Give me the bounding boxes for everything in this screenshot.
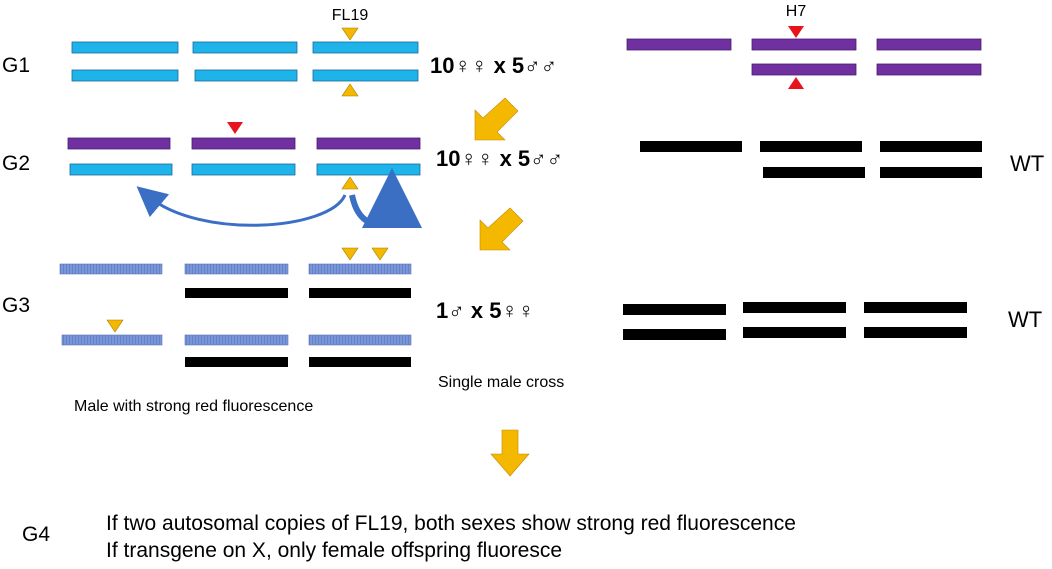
single-male-cross-label: Single male cross [438,374,564,391]
jump-arrow-long [136,186,347,227]
g2-cross-label: 10♀♀ x 5♂♂ [436,146,563,171]
h7-label: H7 [786,3,807,20]
g3-male-chr3c [308,334,412,346]
g1-male-chr2a [751,38,857,51]
g1-male-chr2b [751,63,857,76]
g2-wt-chr2a [760,141,862,152]
g1-male-chr3a [876,38,982,51]
g1-cross-label: 10♀♀ x 5♂♂ [430,53,557,78]
g3-cross-label: 1♂ x 5♀♀ [436,298,534,323]
g2-wt-chr3b [880,167,982,178]
g3-wt-chr1b [623,329,726,340]
generation-label-g2: G2 [2,152,30,175]
g3-wt-chr3a [864,302,967,313]
g3-wt-chr2a [743,302,846,313]
generation-label-g1: G1 [2,54,30,77]
g2-wt-chr1 [640,141,742,152]
outcome-line-1: If two autosomal copies of FL19, both se… [106,512,796,535]
g3-male-chr2d-wt [185,357,288,367]
g1-female-chr1b [71,69,179,82]
h7-marker-g2 [227,122,243,134]
generation-label-g3: G3 [2,294,30,317]
g2-female-chr2a [191,137,296,150]
g2-female-chr1b [69,163,173,176]
generation-label-g4: G4 [22,523,50,546]
g3-male-chr3a [308,263,412,275]
g2-female-chr3a [316,137,421,150]
g3-male-chr1a [59,263,163,275]
male-caption: Male with strong red fluorescence [74,398,313,415]
wt-label-g3: WT [1008,307,1042,332]
g3-wt-chr1a [623,304,726,315]
fl19-marker-g3-a [341,247,359,261]
generation-arrow-g1-g2 [474,97,519,141]
g3-male-chr3b-wt [309,288,411,298]
g1-female-chr1a [71,41,179,54]
g3-male-chr2a [184,263,289,275]
g3-male-chr2b-wt [185,288,288,298]
g3-wt-chr2b [743,327,846,338]
g2-wt-karyotype [640,141,982,178]
g2-wt-chr3a [880,141,982,152]
fl19-marker-top [341,27,359,41]
fl19-marker-bottom [341,83,359,97]
g1-male-chr3b [876,63,982,76]
generation-arrow-g3-g4 [490,429,530,477]
g2-female-chr1a [67,137,171,150]
g1-male-karyotype [626,26,982,89]
fl19-marker-g3-b [371,247,389,261]
g2-female-chr2b [191,163,296,176]
g1-female-chr2a [192,41,298,54]
g3-wt-chr3b [864,327,967,338]
g3-male-chr3d-wt [309,357,411,367]
outcome-line-2: If transgene on X, only female offspring… [106,539,562,562]
h7-marker-top [788,26,804,38]
g3-wt-karyotype [623,302,967,340]
g2-female-karyotype [67,122,421,190]
g2-wt-chr2b [763,167,865,178]
jump-arrow-short [349,168,422,229]
g1-female-chr3b [312,69,419,82]
wt-label-g2: WT [1010,151,1044,176]
g3-male-chr1b [61,334,163,346]
h7-marker-bottom [788,77,804,89]
g3-male-karyotype [59,247,412,367]
fl19-label: FL19 [332,7,369,24]
g3-male-chr2c [184,334,289,346]
generation-arrow-g2-g3 [479,207,524,251]
g2-female-chr3b [316,163,421,176]
fl19-marker-g2 [341,176,359,190]
g1-female-chr3a [312,41,419,54]
g1-female-karyotype [71,27,419,97]
g1-female-chr2b [194,69,298,82]
g1-male-chr1 [626,38,732,51]
fl19-marker-g3-c [106,319,124,333]
